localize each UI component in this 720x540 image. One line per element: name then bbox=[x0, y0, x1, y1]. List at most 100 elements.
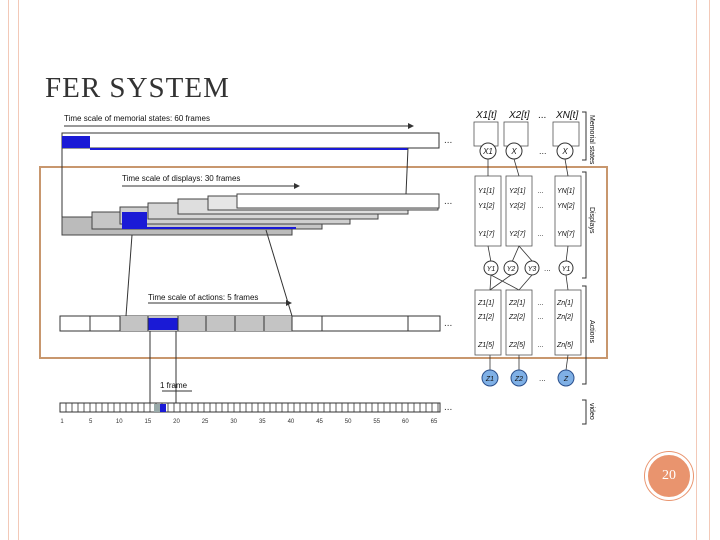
svg-text:Z1[2]: Z1[2] bbox=[477, 314, 495, 321]
svg-text:Y1[1]: Y1[1] bbox=[478, 188, 495, 195]
displays-actions-highlight-frame bbox=[39, 166, 608, 359]
video-ellipsis: ... bbox=[444, 402, 452, 413]
svg-text:Y3: Y3 bbox=[528, 266, 537, 273]
video-frame-ticks bbox=[65, 403, 439, 412]
z-connectors bbox=[489, 274, 569, 371]
z-table: Z1[1] Z2[1] ... Zn[1] Z1[2] Z2[2] ... Zn… bbox=[477, 300, 574, 349]
svg-text:Z1: Z1 bbox=[485, 376, 494, 383]
x-header-ellipsis: ... bbox=[538, 110, 546, 121]
svg-text:Y1: Y1 bbox=[487, 266, 496, 273]
slide-title: FER SYSTEM bbox=[45, 72, 230, 104]
side-label-actions: Actions bbox=[588, 320, 595, 343]
page-number-badge: 20 bbox=[645, 452, 693, 500]
svg-text:...: ... bbox=[538, 342, 544, 349]
frame-axis-label: 65 bbox=[431, 419, 438, 425]
side-brackets bbox=[582, 111, 587, 425]
actions-dividers bbox=[89, 316, 409, 331]
svg-text:Y2: Y2 bbox=[507, 266, 516, 273]
frame-axis-label: 40 bbox=[288, 419, 295, 425]
x-node-n-label: X bbox=[561, 147, 568, 156]
x-box-n bbox=[552, 121, 580, 147]
y-table: Y1[1] Y2[1] ... YN[1] Y1[2] Y2[2] ... YN… bbox=[478, 188, 576, 238]
right-decorative-border bbox=[696, 0, 710, 540]
svg-text:YN[7]: YN[7] bbox=[557, 231, 576, 238]
svg-text:Zn[2]: Zn[2] bbox=[556, 314, 574, 321]
z-column-1 bbox=[474, 289, 502, 356]
y-connectors bbox=[487, 158, 569, 263]
left-decorative-border bbox=[8, 0, 19, 540]
z-node-n bbox=[557, 369, 575, 387]
frame-axis-label: 15 bbox=[145, 419, 152, 425]
z-column-n bbox=[554, 289, 582, 356]
y-nodes-ellipsis: ... bbox=[544, 264, 551, 273]
svg-text:...: ... bbox=[538, 203, 544, 210]
display-scale-label: Time scale of displays: 30 frames bbox=[122, 174, 240, 183]
frame-axis-label: 35 bbox=[259, 419, 266, 425]
svg-text:YN[2]: YN[2] bbox=[557, 203, 576, 210]
z-column-2 bbox=[505, 289, 533, 356]
side-label-displays: Displays bbox=[588, 207, 595, 234]
x-header-n: XN[t] bbox=[555, 110, 578, 121]
memorial-ellipsis: ... bbox=[444, 135, 452, 146]
svg-text:...: ... bbox=[538, 300, 544, 307]
memorial-scale-label: Time scale of memorial states: 60 frames bbox=[64, 114, 210, 123]
z-nodes-ellipsis: ... bbox=[539, 374, 546, 383]
svg-text:Zn[1]: Zn[1] bbox=[556, 300, 574, 307]
svg-text:Y2[7]: Y2[7] bbox=[509, 231, 526, 238]
x-box-2 bbox=[503, 121, 529, 147]
x-header-1: X1[t] bbox=[475, 110, 497, 121]
frame-axis-label: 10 bbox=[116, 419, 123, 425]
z-node-2 bbox=[510, 369, 528, 387]
x-node-2-label: X bbox=[510, 147, 517, 156]
actions-scale-label: Time scale of actions: 5 frames bbox=[148, 293, 258, 302]
svg-text:Z: Z bbox=[563, 376, 569, 383]
z-node-labels: Z1 Z2 Z bbox=[485, 376, 569, 383]
svg-text:Y1[7]: Y1[7] bbox=[478, 231, 495, 238]
frame-axis-label: 20 bbox=[173, 419, 180, 425]
svg-text:Z2[5]: Z2[5] bbox=[508, 342, 526, 349]
frame-axis-label: 45 bbox=[316, 419, 323, 425]
frame-axis-label: 5 bbox=[89, 419, 93, 425]
actions-current-segment bbox=[148, 318, 178, 330]
video-frame-strip bbox=[59, 402, 441, 413]
svg-text:Z2[2]: Z2[2] bbox=[508, 314, 526, 321]
frame-axis-label: 30 bbox=[230, 419, 237, 425]
memorial-current-segment bbox=[62, 136, 90, 148]
video-neighbour-frame bbox=[154, 404, 160, 412]
side-label-video: video bbox=[588, 403, 595, 420]
svg-text:Z2[1]: Z2[1] bbox=[508, 300, 526, 307]
frame-axis-label: 60 bbox=[402, 419, 409, 425]
svg-text:...: ... bbox=[538, 314, 544, 321]
x-node-1-label: X1 bbox=[482, 147, 493, 156]
display-arrow-head bbox=[294, 183, 300, 189]
x-box-1 bbox=[473, 121, 499, 147]
x-nodes-ellipsis: ... bbox=[539, 146, 547, 156]
x-header-2: X2[t] bbox=[508, 110, 530, 121]
actions-ellipsis: ... bbox=[444, 318, 452, 329]
svg-text:Y1: Y1 bbox=[562, 266, 571, 273]
svg-text:Z2: Z2 bbox=[514, 376, 523, 383]
svg-text:Z1[1]: Z1[1] bbox=[477, 300, 495, 307]
level-connectors bbox=[61, 147, 409, 404]
svg-text:Y2[1]: Y2[1] bbox=[509, 188, 526, 195]
svg-text:Z1[5]: Z1[5] bbox=[477, 342, 495, 349]
memorial-arrow-head bbox=[408, 123, 414, 129]
svg-text:Y2[2]: Y2[2] bbox=[509, 203, 526, 210]
y-node-labels: Y1 Y2 Y3 Y1 bbox=[487, 266, 571, 273]
frame-axis-label: 55 bbox=[373, 419, 380, 425]
side-label-memorial: Memorial states bbox=[588, 115, 595, 165]
one-frame-label: 1 frame bbox=[160, 381, 188, 390]
display-ellipsis: ... bbox=[444, 196, 452, 207]
z-node-1 bbox=[481, 369, 499, 387]
display-current-segment bbox=[122, 212, 147, 227]
graphical-model: X1[t] X2[t] ... XN[t] X1 X X ... Y1[1] Y… bbox=[473, 110, 595, 425]
svg-text:...: ... bbox=[538, 231, 544, 238]
frame-axis-label: 50 bbox=[345, 419, 352, 425]
frame-axis-label: 1 bbox=[60, 419, 64, 425]
svg-text:...: ... bbox=[538, 188, 544, 195]
svg-text:Zn[5]: Zn[5] bbox=[556, 342, 574, 349]
frame-axis-label: 25 bbox=[202, 419, 209, 425]
video-current-frame bbox=[160, 404, 166, 412]
svg-text:YN[1]: YN[1] bbox=[557, 188, 576, 195]
